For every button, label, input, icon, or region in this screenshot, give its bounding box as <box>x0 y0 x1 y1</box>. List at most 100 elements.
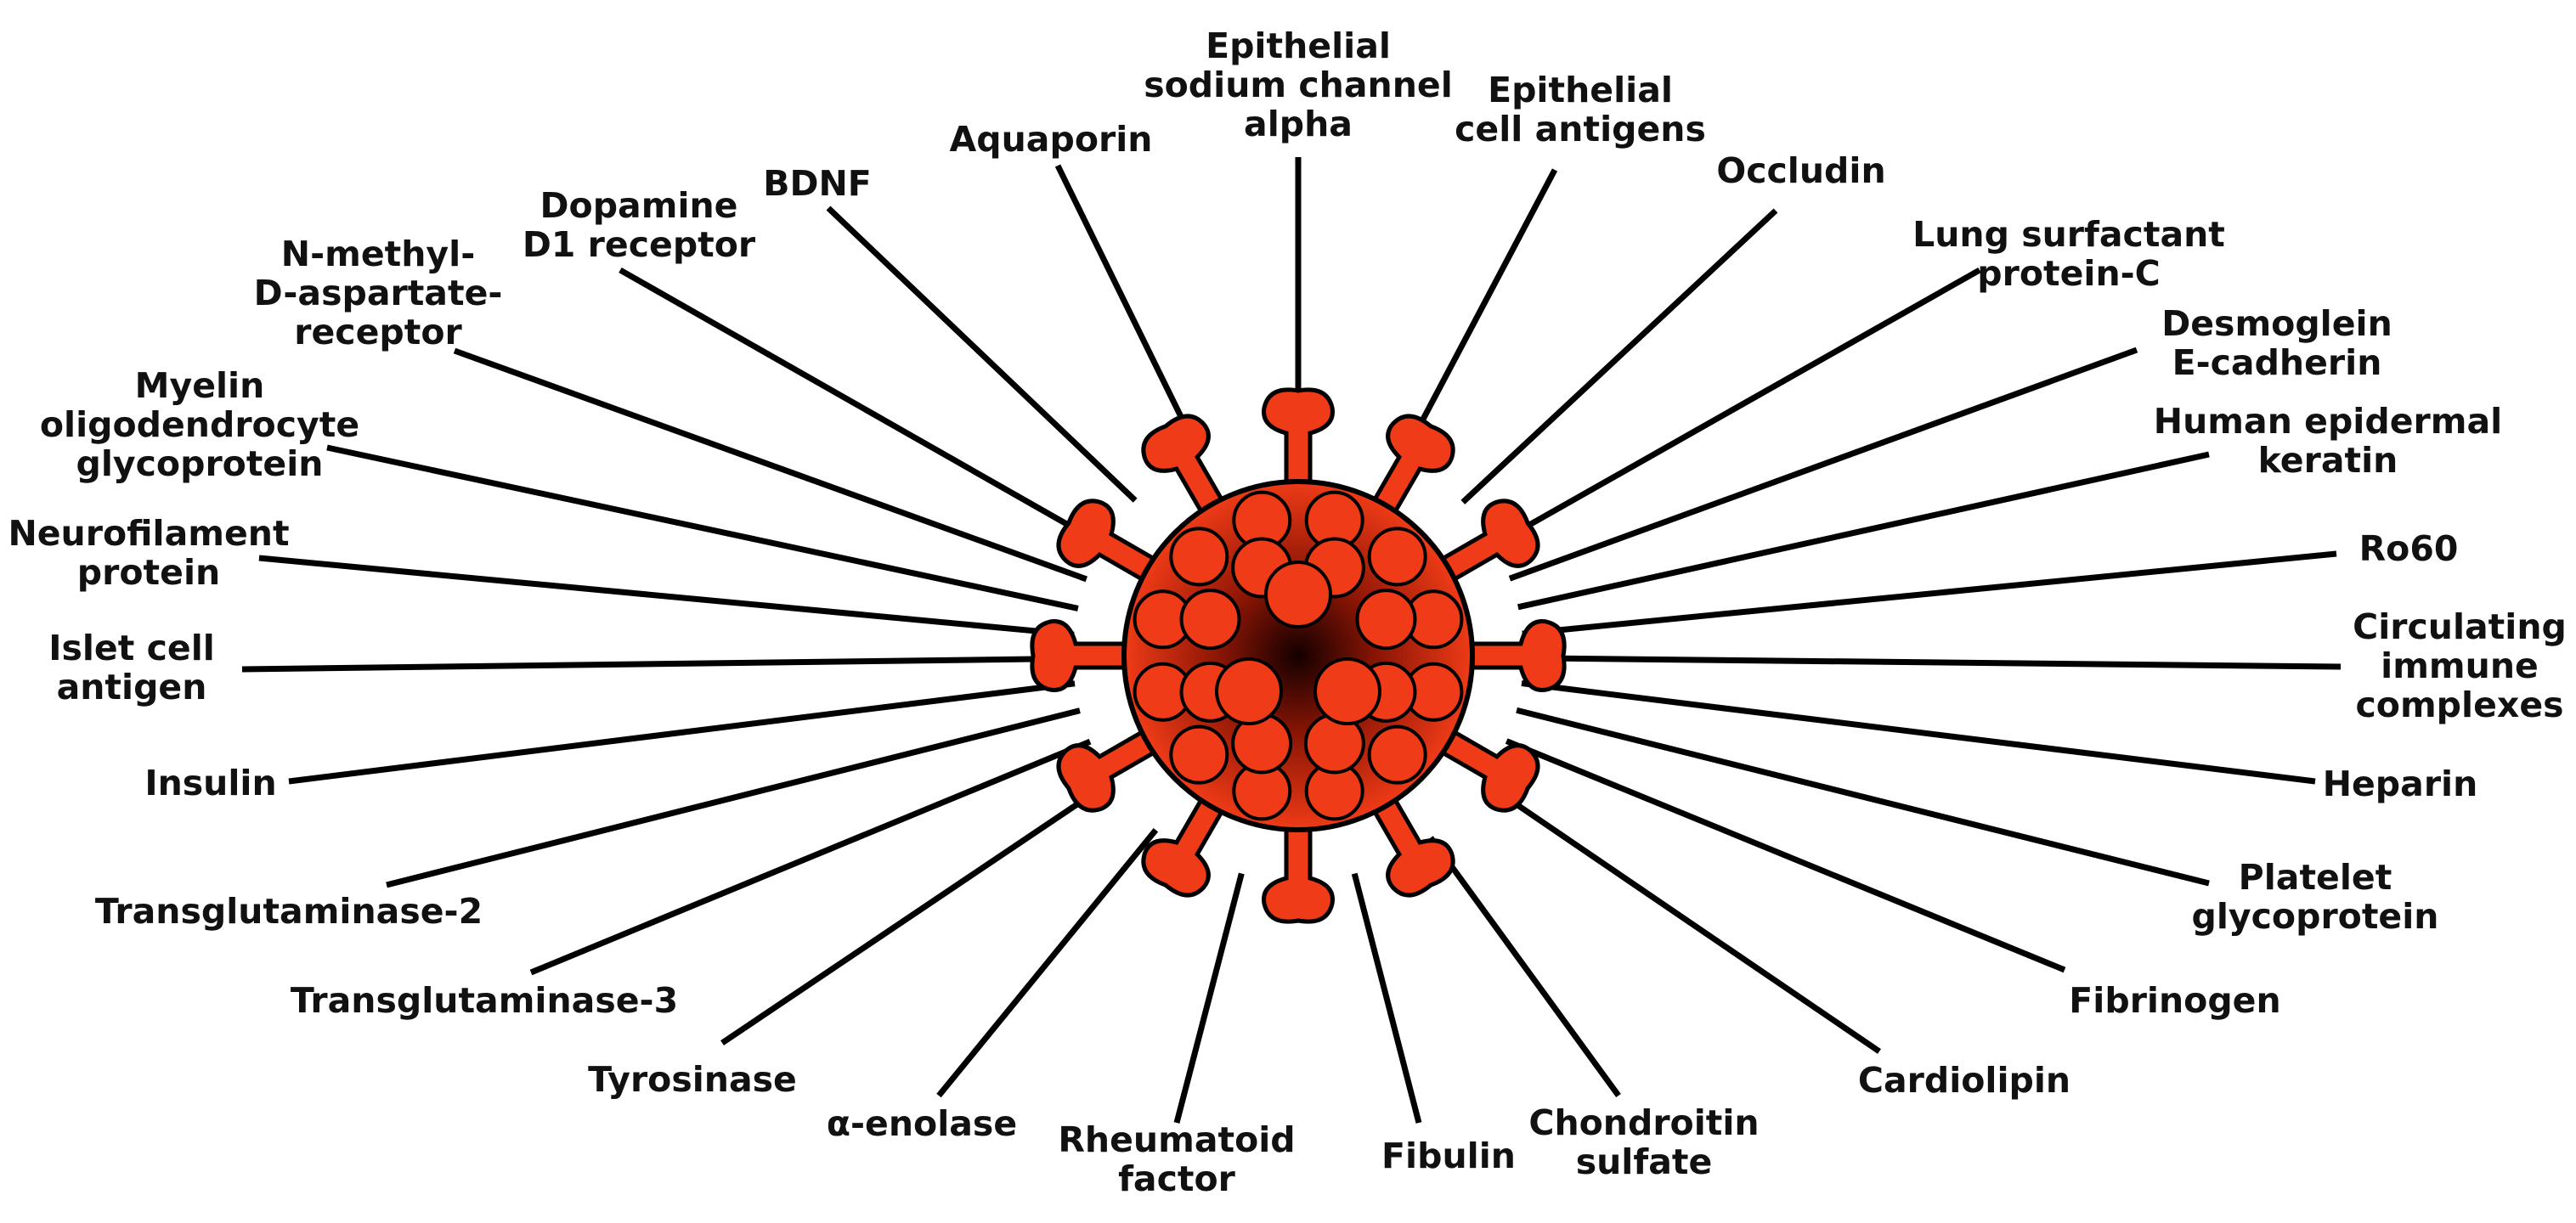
occludin-connector-line <box>1460 208 1778 504</box>
dopamine-d1-receptor-label-line: Dopamine <box>540 185 738 226</box>
dopamine-d1-receptor-label-line: D1 receptor <box>523 224 756 265</box>
n-methyl-d-aspartate-receptor-label-line: D-aspartate- <box>254 273 503 313</box>
ro60-label-line: Ro60 <box>2359 528 2459 569</box>
ro60-connector-line <box>1522 550 2337 637</box>
myelin-oligodendrocyte-glycoprotein-label-line: Myelin <box>135 365 265 406</box>
alpha-enolase-label: α-enolase <box>827 1103 1017 1144</box>
virus-spike-shape <box>1262 814 1335 924</box>
occludin-label-line: Occludin <box>1716 150 1885 191</box>
chondroitin-sulfate-label-line: sulfate <box>1576 1141 1713 1182</box>
fibrinogen-label-line: Fibrinogen <box>2069 980 2280 1021</box>
transglutaminase-3-label: Transglutaminase-3 <box>291 980 678 1021</box>
islet-cell-antigen-connector-line <box>241 655 1074 673</box>
platelet-glycoprotein-connector-line <box>1516 707 2210 887</box>
tyrosinase-connector-line <box>720 778 1114 1045</box>
circulating-immune-complexes-connector-line <box>1522 655 2342 670</box>
circulating-immune-complexes-label-line: complexes <box>2355 685 2563 725</box>
desmoglein-e-cadherin-label-line: E-cadherin <box>2172 342 2382 383</box>
epithelial-cell-antigens-label-line: Epithelial <box>1488 70 1673 110</box>
insulin-connector-line <box>288 680 1076 785</box>
myelin-oligodendrocyte-glycoprotein-label-line: oligodendrocyte <box>40 404 359 445</box>
virus-receptor <box>1367 527 1427 587</box>
virus-receptor <box>1169 527 1229 587</box>
insulin-label: Insulin <box>144 763 276 803</box>
epithelial-cell-antigens-connector-line <box>1400 168 1558 459</box>
virus-core-receptor <box>1215 657 1283 725</box>
n-methyl-d-aspartate-receptor-label: N-methyl-D-aspartate-receptor <box>254 234 503 352</box>
virus-spike-shape <box>1056 723 1167 813</box>
desmoglein-e-cadherin-connector-line <box>1508 347 2138 582</box>
virus-spike-shape <box>1429 499 1540 589</box>
bdnf-connector-line <box>826 206 1138 503</box>
virus-spike <box>1457 619 1567 692</box>
virus-spike <box>1262 387 1335 497</box>
virus-core-receptor <box>1264 561 1332 628</box>
virus-spike <box>1429 723 1540 813</box>
transglutaminase-2-label-line: Transglutaminase-2 <box>95 891 483 932</box>
tyrosinase-label: Tyrosinase <box>588 1059 797 1100</box>
insulin-label-line: Insulin <box>144 763 276 803</box>
fibulin-label: Fibulin <box>1381 1136 1516 1176</box>
transglutaminase-2-label: Transglutaminase-2 <box>95 891 483 932</box>
cardiolipin-connector-line <box>1483 780 1881 1054</box>
virus-spike-shape <box>1056 499 1167 589</box>
cardiolipin-label: Cardiolipin <box>1858 1060 2070 1101</box>
rheumatoid-factor-connector-line <box>1173 872 1245 1124</box>
fibrinogen-label: Fibrinogen <box>2069 980 2280 1021</box>
human-epidermal-keratin-label-line: keratin <box>2258 440 2398 481</box>
virus-spike <box>1141 414 1231 525</box>
virus-receptor <box>1179 589 1241 651</box>
human-epidermal-keratin-connector-line <box>1517 451 2210 611</box>
epithelial-sodium-channel-alpha-label-line: Epithelial <box>1206 25 1391 66</box>
neurofilament-protein-connector-line <box>258 555 1075 638</box>
platelet-glycoprotein-label-line: Platelet <box>2239 857 2392 898</box>
virus-spike-shape <box>1030 619 1139 692</box>
virus-spike-shape <box>1365 414 1455 525</box>
virus-spike-shape <box>1365 786 1455 898</box>
virus-spike-shape <box>1141 786 1231 898</box>
platelet-glycoprotein-label-line: glycoprotein <box>2192 896 2439 937</box>
virus-spike <box>1365 414 1455 525</box>
heparin-connector-line <box>1521 680 2316 785</box>
fibrinogen-connector-line <box>1505 738 2066 973</box>
fibulin-label-line: Fibulin <box>1381 1136 1516 1176</box>
lung-surfactant-protein-c-label-line: Lung surfactant <box>1912 214 2225 255</box>
virus-spike-shape <box>1457 619 1567 692</box>
virus-spike <box>1030 619 1139 692</box>
virus-spike-shape <box>1429 723 1540 813</box>
myelin-oligodendrocyte-glycoprotein-label-line: glycoprotein <box>76 443 324 484</box>
transglutaminase-3-connector-line <box>529 738 1092 976</box>
n-methyl-d-aspartate-receptor-label-line: N-methyl- <box>281 234 475 274</box>
transglutaminase-3-label-line: Transglutaminase-3 <box>291 980 678 1021</box>
n-methyl-d-aspartate-receptor-connector-line <box>453 347 1087 583</box>
lung-surfactant-protein-c-label-line: protein-C <box>1977 253 2161 294</box>
virus-receptor <box>1169 724 1229 785</box>
virus-spike <box>1429 499 1540 589</box>
islet-cell-antigen-label-line: antigen <box>57 667 207 707</box>
neurofilament-protein-label-line: Neurofilament <box>8 513 289 554</box>
virus-spike <box>1056 723 1167 813</box>
alpha-enolase-connector-line <box>936 828 1159 1098</box>
rheumatoid-factor-label-line: Rheumatoid <box>1058 1119 1295 1160</box>
lung-surfactant-protein-c-connector-line <box>1492 267 1981 548</box>
n-methyl-d-aspartate-receptor-label-line: receptor <box>294 312 462 352</box>
epithelial-sodium-channel-alpha-label-line: sodium channel <box>1144 65 1453 105</box>
virus-spike <box>1141 786 1231 898</box>
aquaporin-connector-line <box>1054 164 1202 455</box>
epithelial-sodium-channel-alpha-label-line: alpha <box>1244 104 1353 144</box>
aquaporin-label-line: Aquaporin <box>950 119 1153 160</box>
virus-receptor <box>1367 724 1427 785</box>
dopamine-d1-receptor-connector-line <box>619 267 1104 548</box>
